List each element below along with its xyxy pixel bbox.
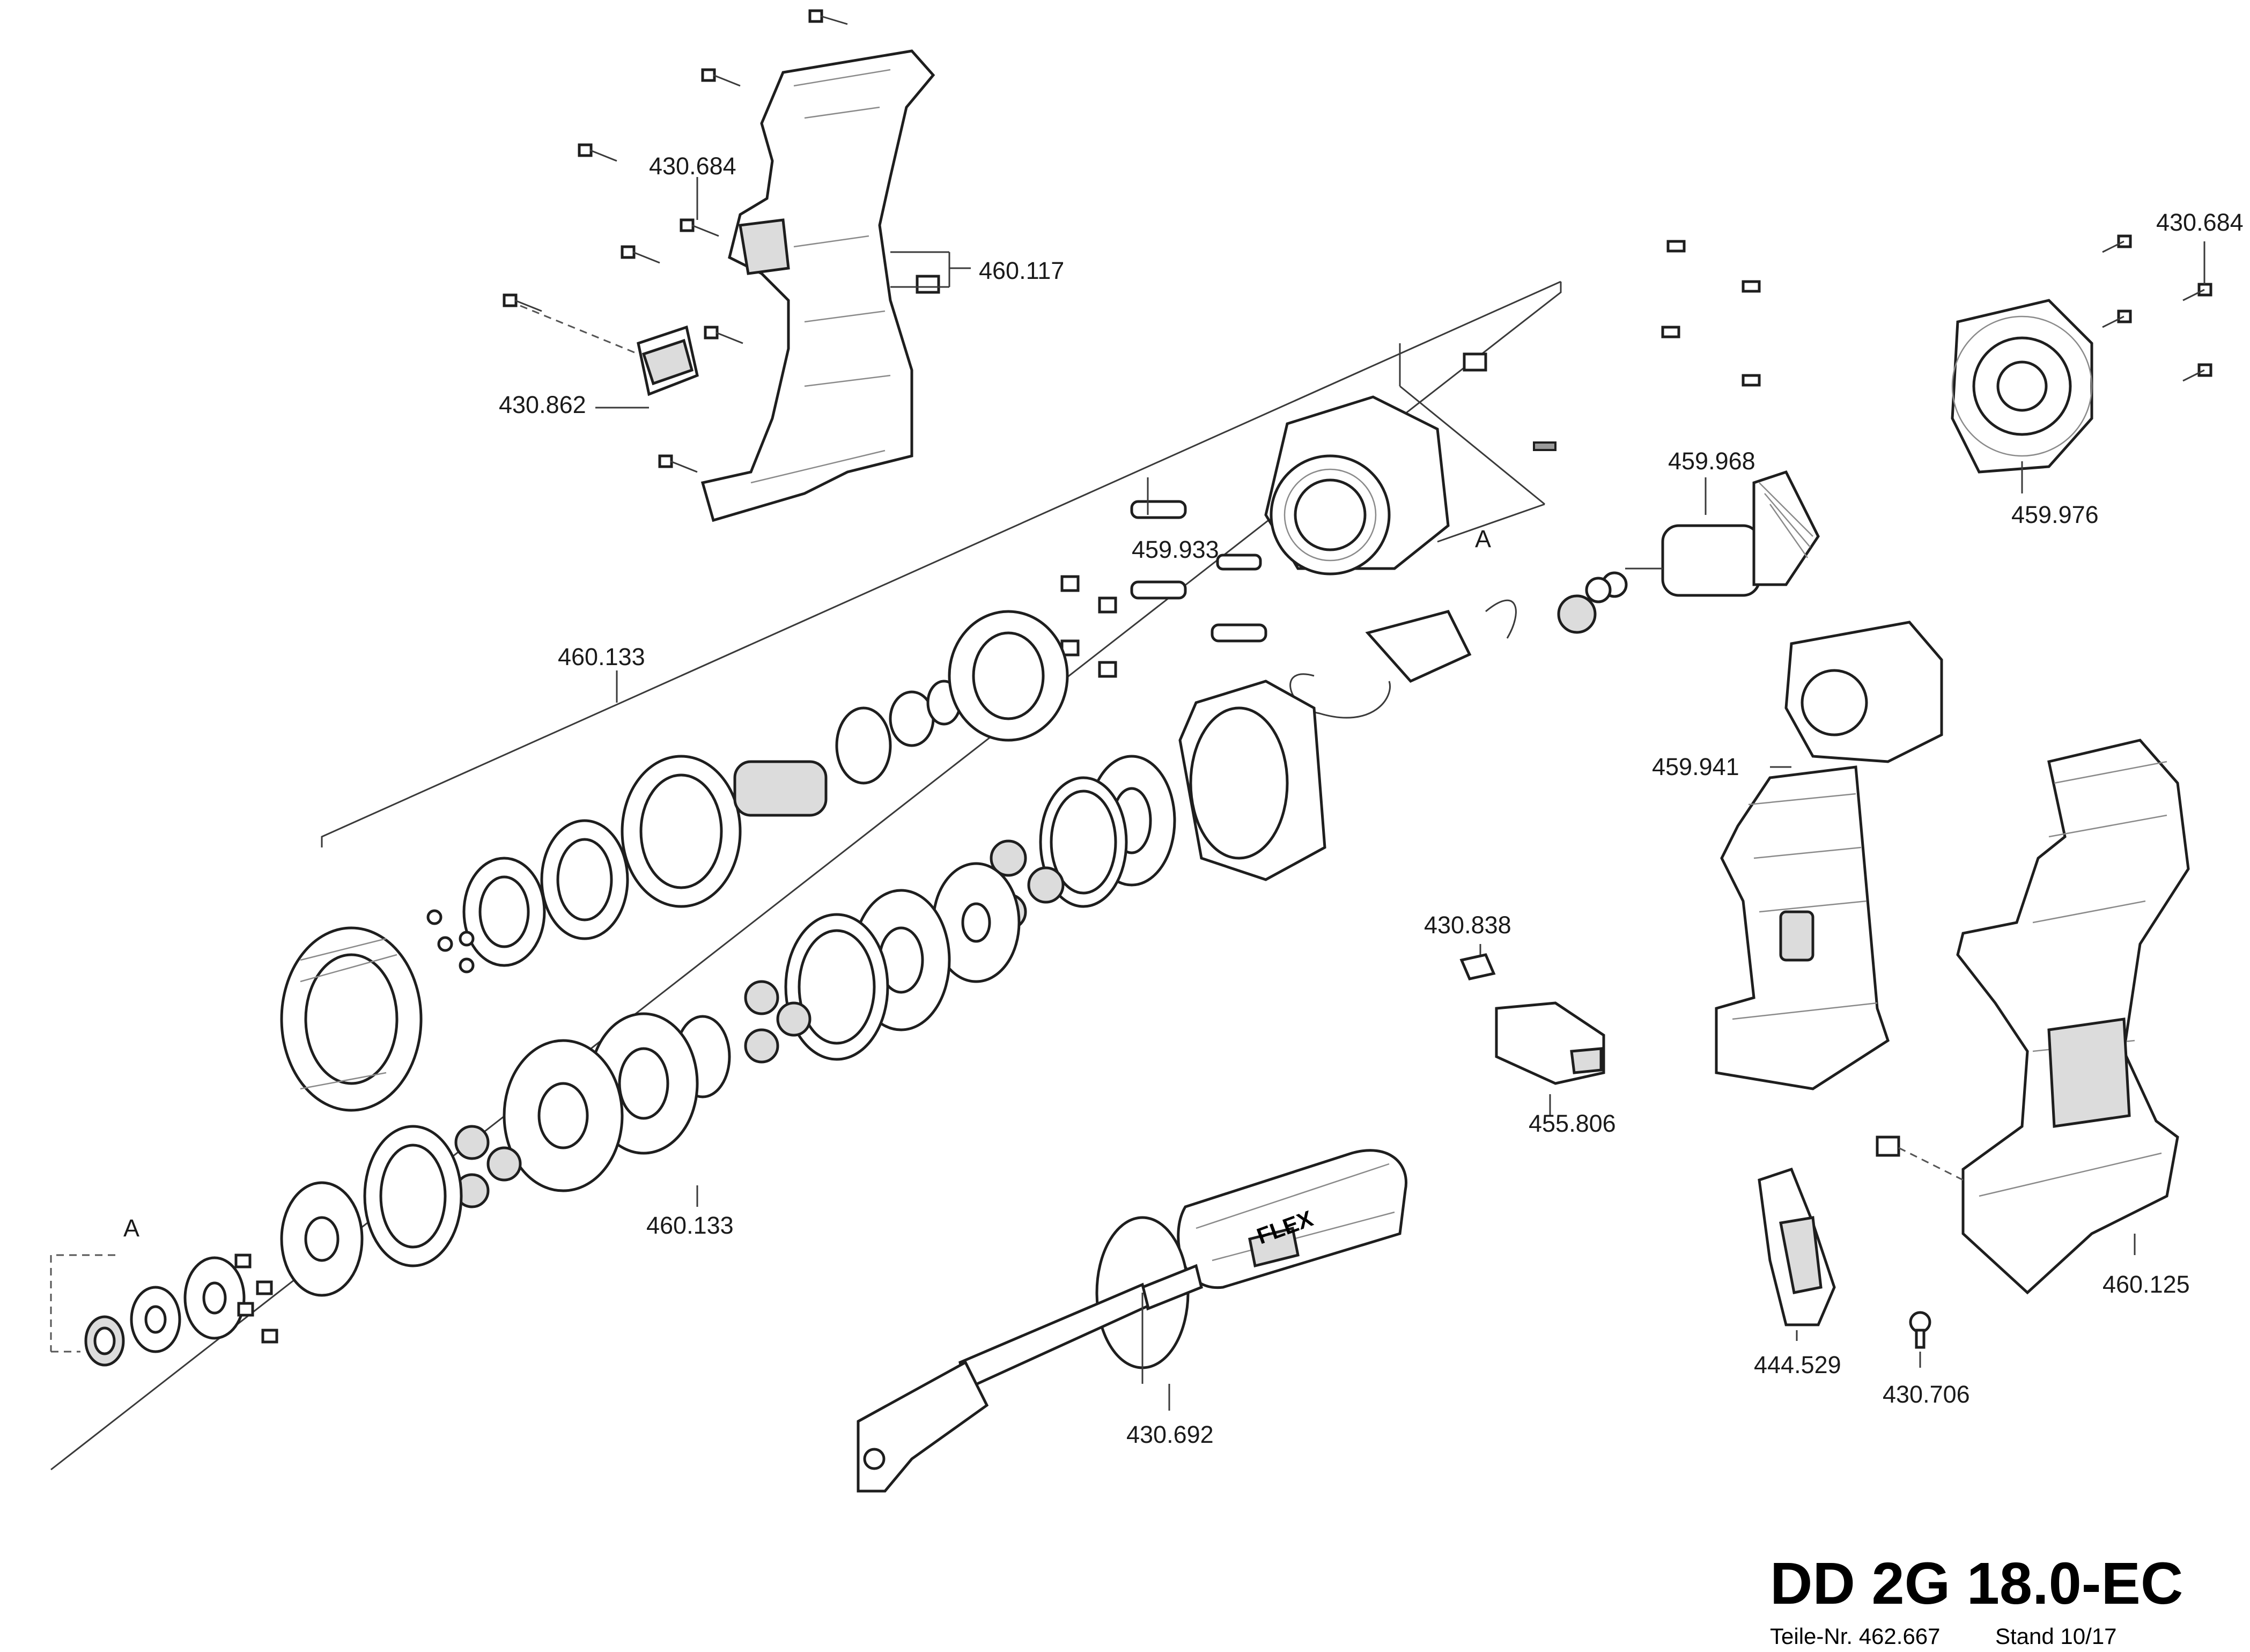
end-plate-screws <box>2102 234 2212 382</box>
belt-clip-444529 <box>1758 1167 1836 1326</box>
gear-housing-459933 <box>1264 395 1450 576</box>
label-460125: 460.125 <box>2103 1271 2190 1298</box>
rotor-459968 <box>1557 470 1820 634</box>
label-430684-top-left: 430.684 <box>649 152 736 180</box>
module-455806 <box>1495 1001 1605 1085</box>
revision-text: Stand 10/17 <box>1995 1624 2117 1649</box>
side-handle-430692 <box>857 1149 1407 1493</box>
label-reference-a-top: A <box>1475 525 1491 552</box>
end-plate-459976 <box>1951 299 2093 474</box>
label-430862: 430.862 <box>499 391 586 418</box>
label-459968: 459.968 <box>1668 447 1755 475</box>
housing-screws-left <box>503 9 848 473</box>
label-459976: 459.976 <box>2011 501 2099 528</box>
gearbox-upper-row <box>280 610 1069 1112</box>
switch-block-430862 <box>520 305 699 396</box>
clip-430838 <box>1459 953 1496 980</box>
label-460133-top: 460.133 <box>558 643 645 670</box>
model-title: DD 2G 18.0-EC <box>1770 1551 2183 1617</box>
label-reference-a-bottom: A <box>123 1214 139 1242</box>
motor-bracket <box>1289 599 1517 719</box>
housing-half-left <box>700 49 940 522</box>
label-430692: 430.692 <box>1126 1421 1214 1448</box>
label-430706: 430.706 <box>1883 1381 1970 1408</box>
gearbox-lower-row <box>84 755 1176 1367</box>
leader-lines <box>595 177 2205 1411</box>
screw-430706 <box>1909 1311 1931 1349</box>
clutch-housing <box>1178 680 1326 881</box>
reference-a-leader <box>50 1254 115 1353</box>
label-455806: 455.806 <box>1529 1110 1616 1137</box>
pins-top <box>1463 240 1761 451</box>
part-number-text: Teile-Nr. 462.667 <box>1770 1624 1941 1649</box>
label-459933: 459.933 <box>1132 536 1219 563</box>
label-459941: 459.941 <box>1652 753 1739 780</box>
label-430838: 430.838 <box>1424 911 1511 939</box>
label-444529: 444.529 <box>1754 1351 1841 1378</box>
label-460117: 460.117 <box>979 257 1064 284</box>
pins-459933 <box>1060 500 1267 678</box>
label-430684-top-right: 430.684 <box>2156 209 2244 236</box>
housing-half-right <box>1876 739 2190 1295</box>
motor-electronics-459941 <box>1715 621 1943 1090</box>
label-460133-bottom: 460.133 <box>646 1212 734 1239</box>
